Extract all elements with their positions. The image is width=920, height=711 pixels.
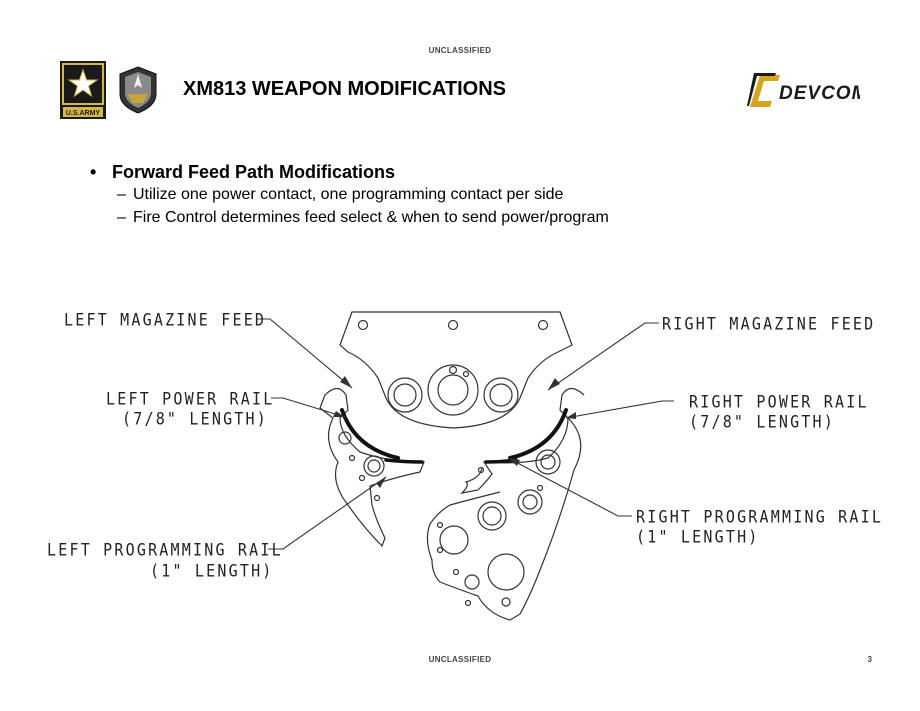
sub-bullet-text: Fire Control determines feed select & wh…	[133, 209, 609, 226]
label-left-magazine-feed: LEFT MAGAZINE FEED	[64, 310, 267, 330]
page-number: 3	[867, 655, 872, 664]
label-right-power-rail: RIGHT POWER RAIL	[689, 392, 869, 412]
devcom-logo: DEVCOM	[747, 73, 860, 107]
label-right-programming-rail-length: (1" LENGTH)	[636, 527, 760, 547]
main-bullet-text: Forward Feed Path Modifications	[112, 162, 396, 182]
devcom-logo-text: DEVCOM	[779, 83, 860, 104]
classification-top: UNCLASSIFIED	[428, 46, 492, 55]
sub-bullet: –Utilize one power contact, one programm…	[117, 186, 564, 203]
classification-bottom: UNCLASSIFIED	[428, 655, 492, 664]
army-logo-text: U.S.ARMY	[66, 110, 101, 117]
main-bullet: • Forward Feed Path Modifications	[90, 162, 395, 183]
label-right-power-rail-length: (7/8" LENGTH)	[689, 412, 835, 432]
label-left-power-rail-length: (7/8" LENGTH)	[122, 409, 268, 429]
devcom-shield-emblem	[119, 66, 157, 114]
label-right-magazine-feed: RIGHT MAGAZINE FEED	[662, 314, 876, 334]
label-right-programming-rail: RIGHT PROGRAMMING RAIL	[636, 507, 884, 527]
page-title: XM813 WEAPON MODIFICATIONS	[183, 78, 506, 100]
label-left-power-rail: LEFT POWER RAIL	[106, 389, 275, 409]
label-left-programming-rail-length: (1" LENGTH)	[150, 561, 274, 581]
sub-bullet-text: Utilize one power contact, one programmi…	[133, 186, 564, 203]
bullet-dot: •	[90, 162, 97, 182]
label-left-programming-rail: LEFT PROGRAMMING RAIL	[47, 540, 283, 560]
sub-bullet: –Fire Control determines feed select & w…	[117, 209, 609, 226]
us-army-logo: U.S.ARMY	[60, 61, 106, 119]
